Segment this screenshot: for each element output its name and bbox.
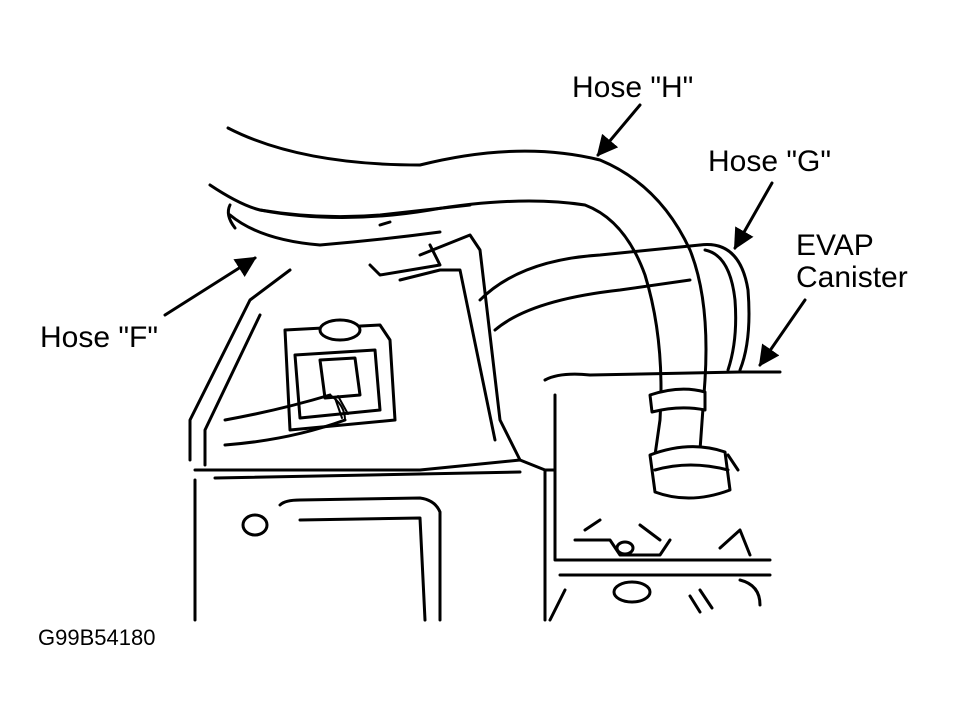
- label-hose-h: Hose "H": [572, 71, 694, 104]
- arrow-hose-h: [596, 103, 642, 157]
- connector-block: [283, 323, 397, 432]
- arrow-hose-f: [163, 256, 257, 317]
- label-evap-canister: EVAP Canister: [796, 230, 908, 294]
- label-hose-f: Hose "F": [40, 321, 158, 354]
- leader-lines: [163, 103, 807, 367]
- figure-code: G99B54180: [38, 625, 156, 650]
- bolt-lower-left: [241, 513, 269, 537]
- canister-mount: [543, 370, 782, 622]
- evap-canister: [478, 243, 751, 372]
- bracket-assembly: [188, 233, 547, 622]
- bolt-lower-right: [612, 580, 652, 604]
- arrow-hose-g: [733, 181, 774, 250]
- hose-clamp-upper: [648, 387, 707, 414]
- arrow-evap-canister: [758, 298, 807, 367]
- hose-h: [226, 126, 740, 500]
- label-hose-g: Hose "G": [708, 145, 832, 178]
- label-evap-line2: Canister: [796, 261, 908, 294]
- hose-f: [208, 183, 472, 247]
- label-evap-line1: EVAP: [796, 229, 874, 262]
- hose-clamp-lower: [648, 445, 732, 500]
